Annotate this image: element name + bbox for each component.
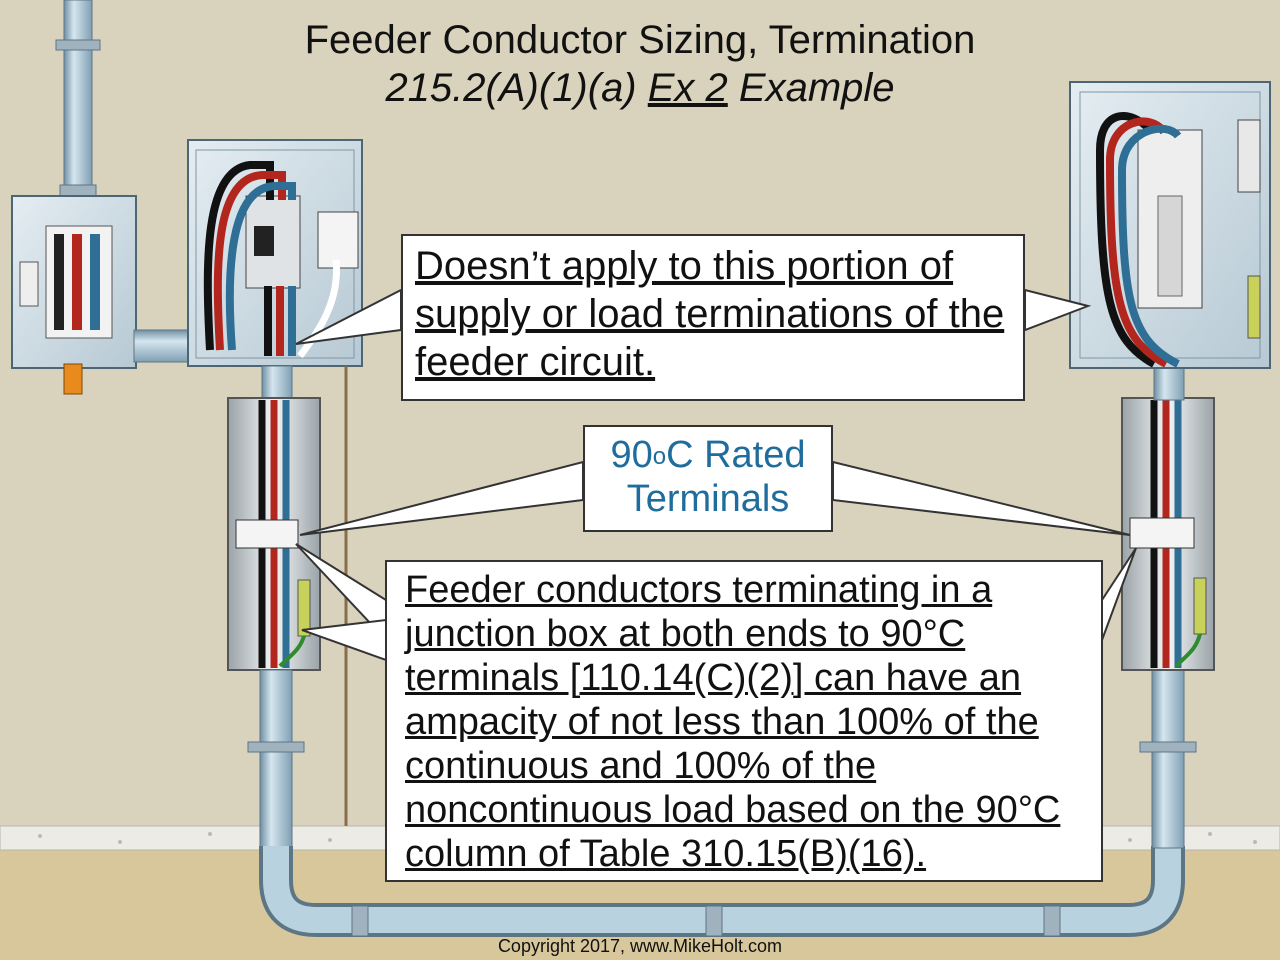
right-ground-bar [1193,577,1207,635]
copyright-notice: Copyright 2017, www.MikeHolt.com [497,936,783,956]
panel-neutral-bar [1237,119,1261,193]
callout-top-pointer-right [1024,288,1092,332]
callout-90-pointer-right [832,460,1131,536]
left-feeder-conduit-lower [259,669,293,849]
callout-feeder-ampacity: Feeder conductors terminating in a junct… [385,560,1103,882]
right-90c-terminal-block [1129,517,1195,549]
callout-feeder-ampacity-text: Feeder conductors terminating in a junct… [405,569,1061,875]
callout-90c-line1: 90oC Rated [591,433,825,477]
left-90c-terminal-block [235,519,299,549]
left-ground-bar [297,579,311,637]
callout-90c-number: 90 [610,434,653,476]
callout-90c-rated: C Rated [666,434,806,476]
subtitle-suffix: Example [727,66,895,110]
right-feeder-conduit-lower [1151,669,1185,849]
neutral-bar [317,211,359,269]
subtitle-code: 215.2(A)(1)(a) [385,66,648,110]
callout-90c-degree: o [652,443,667,470]
diagram-title: Feeder Conductor Sizing, Termination [304,18,976,62]
callout-90c-line2: Terminals [626,478,790,520]
subtitle-exception: Ex 2 [647,66,728,110]
right-feeder-conduit-upper [1153,363,1185,401]
callout-not-applicable: Doesn’t apply to this portion of supply … [401,234,1025,401]
diagram-subtitle: 215.2(A)(1)(a) Ex 2 Example [0,66,1280,110]
left-feeder-conduit-upper [261,365,293,401]
meter-nipple-conduit [133,329,191,363]
mast-strap [55,39,101,51]
meter-seal [63,363,83,395]
service-mast-conduit [63,0,93,201]
callout-not-applicable-text: Doesn’t apply to this portion of supply … [415,244,1005,384]
callout-90c-terminals: 90oC Rated Terminals [583,425,833,532]
